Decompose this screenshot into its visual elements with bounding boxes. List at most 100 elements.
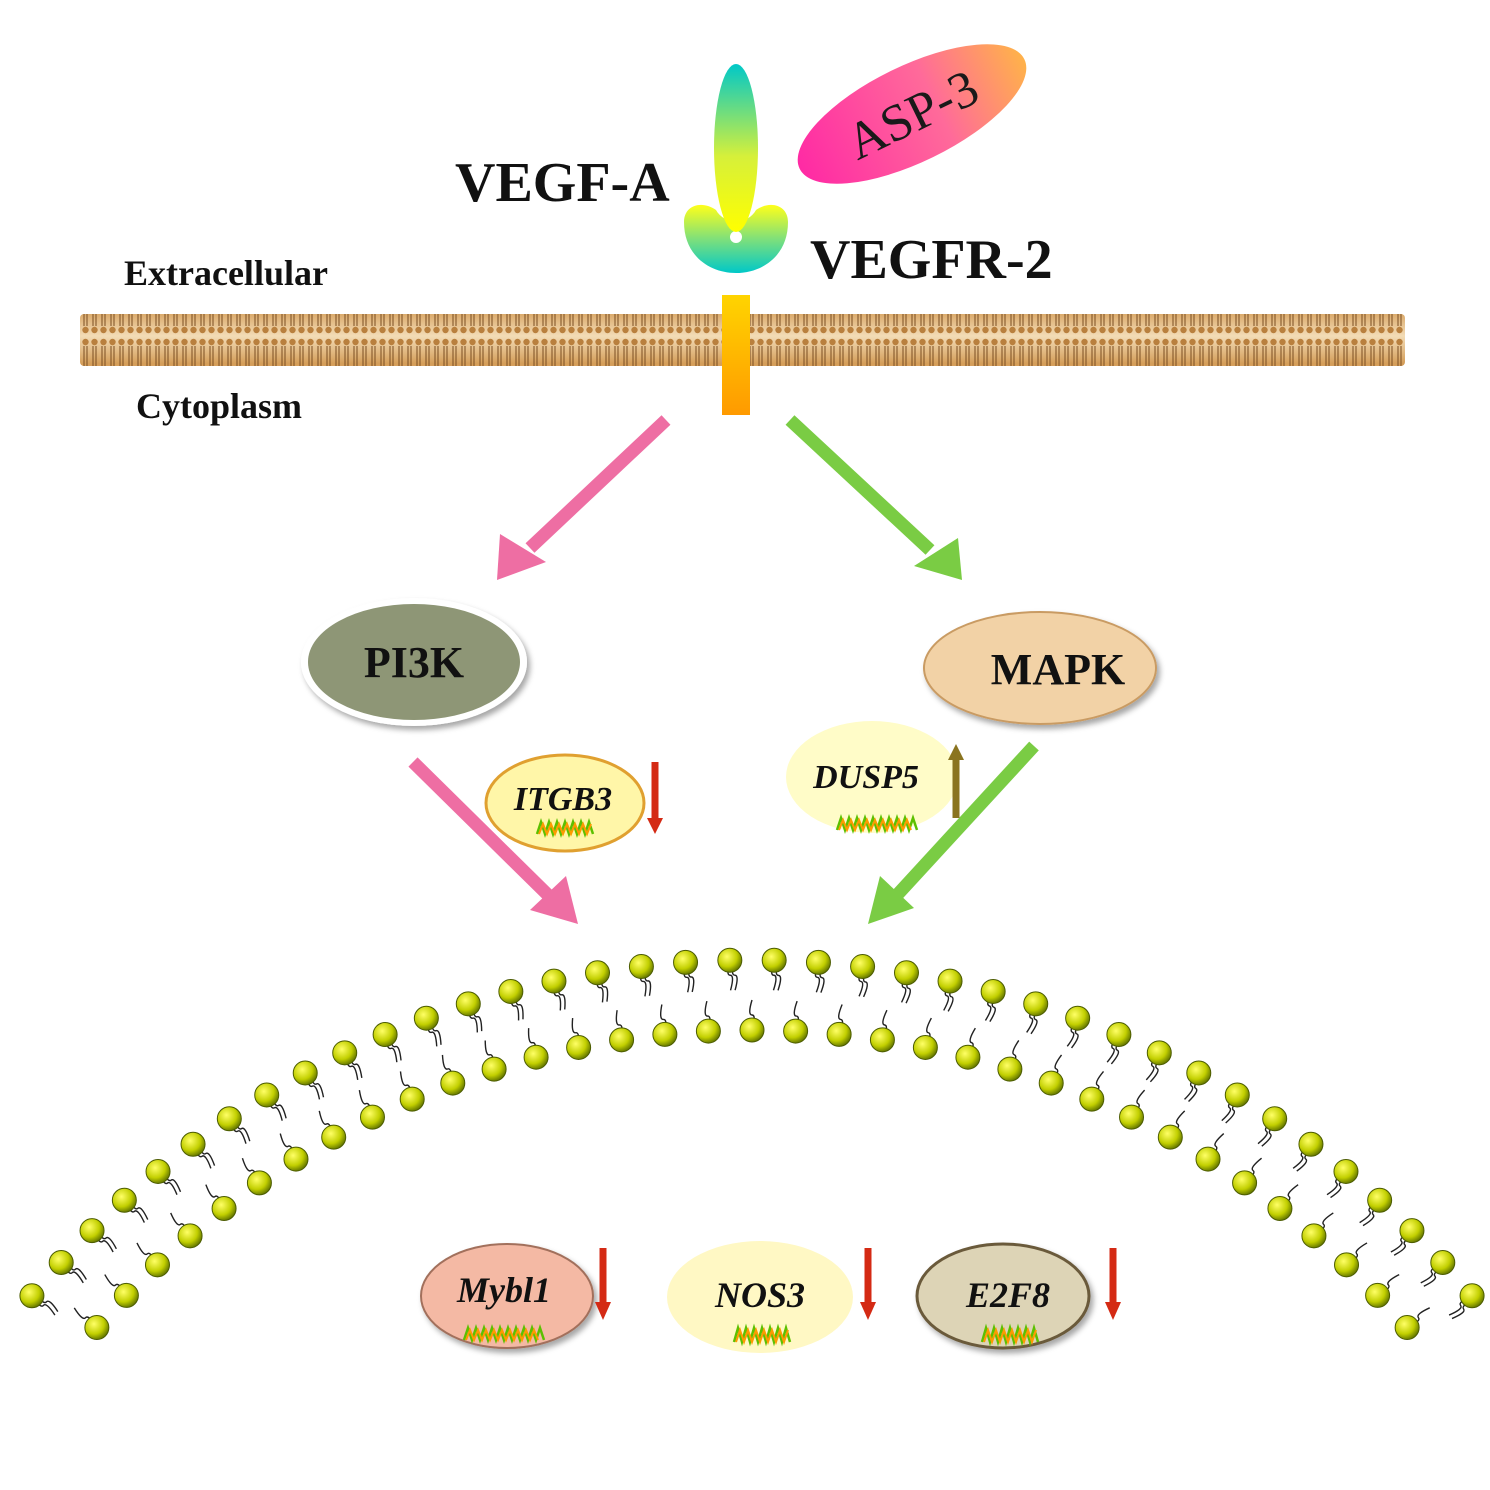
lipid-head [609,1027,635,1053]
lipid-head [455,991,481,1017]
dusp5-label: DUSP5 [812,759,919,796]
lipid-head [826,1021,852,1047]
lipid-head [1334,1252,1360,1278]
lipid-head [1459,1283,1485,1309]
lipid-head [111,1187,137,1213]
lipid-head [1367,1187,1393,1213]
lipid-head [912,1034,938,1060]
lipid-head [177,1223,203,1249]
lipid-head [48,1249,74,1275]
asp3-drug: ASP-3 [797,44,1027,184]
lipid-head [997,1056,1023,1082]
lipid-head [1365,1282,1391,1308]
vegfr2-receptor [684,204,788,415]
lipid-head [1023,991,1049,1017]
lipid-head [321,1124,347,1150]
receptor-transmembrane-stem [722,295,750,415]
lipid-head [1195,1146,1221,1172]
lipid-head [413,1005,439,1031]
lipid-head [372,1022,398,1048]
lipid-head [850,954,876,980]
arrow-receptor-to-mapk [785,415,962,580]
arrow-mapk-to-nucleus [868,741,1039,924]
mybl1-gene [420,1243,594,1349]
arrow-receptor-to-pi3k [497,415,671,580]
lipid-head [254,1082,280,1108]
lipid-head [937,968,963,994]
lipid-head [1186,1060,1212,1086]
mybl1-downregulation-arrow [595,1248,611,1320]
nuclear-membrane [19,947,1485,1341]
lipid-head [805,949,831,975]
arrow-pi3k-to-nucleus [408,757,578,924]
lipid-head [541,968,567,994]
lipid-head [1267,1195,1293,1221]
lipid-head [652,1021,678,1047]
lipid-head [1430,1249,1456,1275]
e2f8-transcript-icon [980,1323,1040,1347]
itgb3-gene: ITGB3 [484,753,646,853]
lipid-head [84,1315,110,1341]
dusp5-upregulation-arrow [948,744,964,818]
mapk-node [923,611,1157,725]
lipid-head [144,1252,170,1278]
itgb3-label: ITGB3 [513,781,612,818]
lipid-head [585,960,611,986]
lipid-head [1298,1131,1324,1157]
lipid-head [955,1044,981,1070]
itgb3-downregulation-arrow [647,762,663,834]
lipid-head [1038,1070,1064,1096]
lipid-head [761,947,787,973]
nos3-gene [667,1241,853,1353]
lipid-head [283,1146,309,1172]
lipid-head [1065,1005,1091,1031]
lipid-head [180,1131,206,1157]
lipid-head [673,949,699,975]
lipid-head [113,1282,139,1308]
e2f8-gene [915,1242,1091,1350]
lipid-head [980,978,1006,1004]
nos3-label: NOS3 [714,1275,805,1315]
dusp5-gene: DUSP5 [786,721,958,834]
receptor-binding-pocket [730,231,742,243]
lipid-head [440,1070,466,1096]
lipid-head [79,1218,105,1244]
lipid-head [19,1283,45,1309]
vegf-a-label: VEGF-A [455,152,670,214]
lipid-head [717,947,743,973]
lipid-head [869,1027,895,1053]
lipid-head [145,1158,171,1184]
e2f8-downregulation-arrow [1105,1248,1121,1320]
lipid-head [523,1044,549,1070]
lipid-head [1333,1158,1359,1184]
lipid-head [332,1040,358,1066]
extracellular-label: Extracellular [124,253,328,293]
vegf-a-ligand [714,64,758,232]
lipid-head [628,954,654,980]
lipid-head [1262,1106,1288,1132]
nos3-downregulation-arrow [860,1248,876,1320]
lipid-head [1301,1223,1327,1249]
lipid-head [893,960,919,986]
e2f8-label: E2F8 [965,1275,1050,1315]
pi3k-node [301,598,527,726]
lipid-head [1106,1022,1132,1048]
lipid-head [1224,1082,1250,1108]
pi3k-label: PI3K [364,638,464,687]
lipid-head [216,1106,242,1132]
lipid-head [481,1056,507,1082]
mybl1-transcript-icon [462,1324,546,1344]
lipid-head [498,978,524,1004]
lipid-head [739,1017,765,1043]
mapk-label: MAPK [991,645,1125,694]
lipid-head [1079,1086,1105,1112]
lipid-head [211,1195,237,1221]
lipid-head [359,1104,385,1130]
cytoplasm-label: Cytoplasm [136,386,302,426]
lipid-head [1399,1218,1425,1244]
lipid-head [566,1034,592,1060]
lipid-head [1119,1104,1145,1130]
nos3-transcript-icon [732,1323,792,1347]
